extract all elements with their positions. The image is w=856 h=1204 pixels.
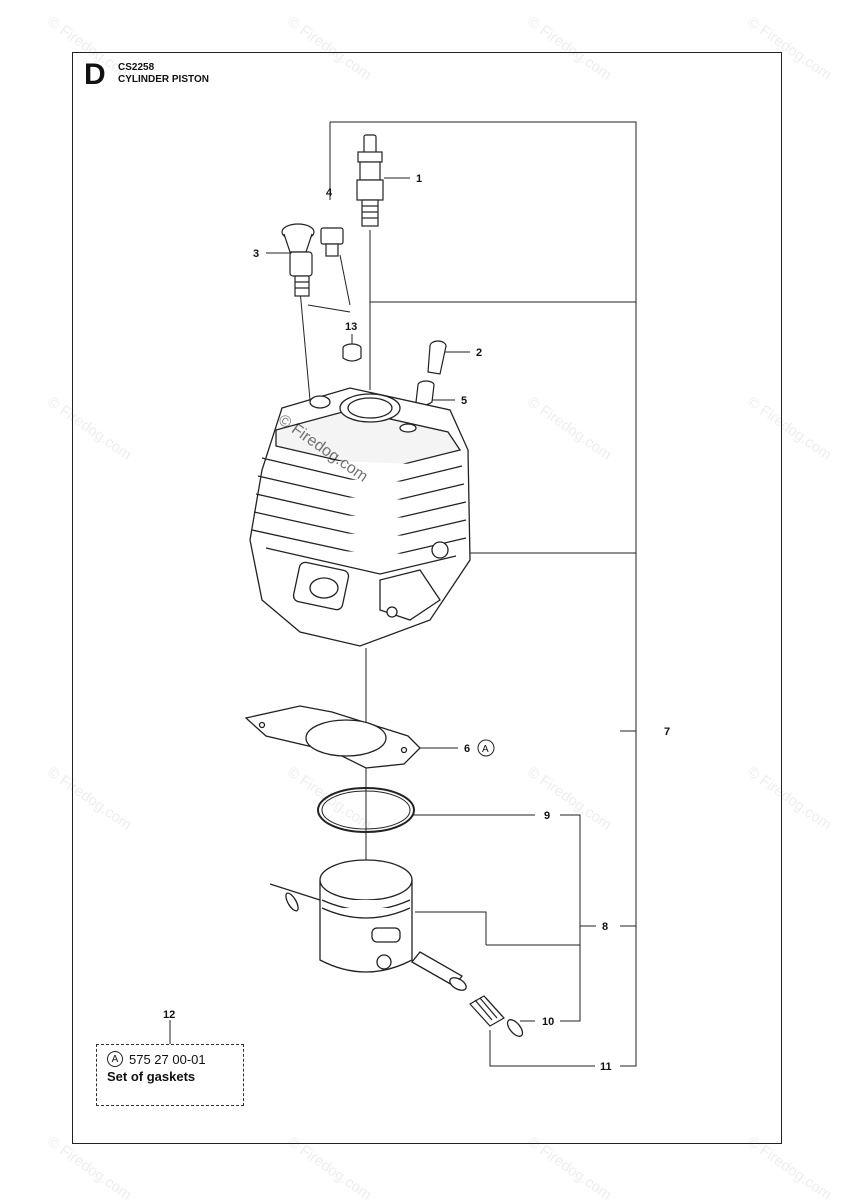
piston-pin [411, 951, 467, 991]
callout-2: 2 [476, 347, 482, 359]
bracket-8 [560, 814, 581, 1022]
bushing [342, 343, 362, 362]
note-part-number: 575 27 00-01 [129, 1051, 206, 1067]
leader-7-bracket [330, 121, 637, 1067]
cylinder-nut [415, 380, 435, 406]
callout-6-marker: A [482, 744, 489, 755]
callout-12: 12 [163, 1009, 175, 1021]
spark-plug [356, 134, 384, 227]
leader-11 [489, 1030, 595, 1067]
decompression-valve [281, 223, 315, 297]
callout-3: 3 [253, 248, 259, 260]
diagram-title: CYLINDER PISTON [118, 74, 209, 85]
diagram-code: CS2258 [118, 62, 155, 73]
callout-5: 5 [461, 395, 467, 407]
callout-9: 9 [544, 810, 550, 822]
axis-line [307, 304, 351, 313]
axis-line [299, 289, 311, 401]
piston [269, 859, 413, 973]
circlip [506, 1019, 524, 1037]
piston-bracket [415, 911, 487, 945]
axis-line [339, 254, 351, 306]
cylinder-gasket [244, 705, 421, 769]
callout-1: 1 [416, 173, 422, 185]
callout-4: 4 [326, 187, 333, 199]
section-letter: D [84, 58, 106, 91]
note-description: Set of gaskets [107, 1069, 196, 1084]
needle-bearing [469, 995, 505, 1027]
callout-6: 6 [464, 743, 470, 755]
plug-screw [320, 227, 344, 257]
marker-circle [477, 739, 495, 757]
cylinder-screw [427, 340, 447, 375]
callout-13: 13 [345, 321, 357, 333]
piston-ring [317, 787, 415, 833]
callout-11: 11 [600, 1061, 612, 1073]
diagram-frame [72, 52, 782, 1144]
callout-8: 8 [602, 921, 608, 933]
cylinder [249, 387, 471, 647]
note-marker: A [107, 1051, 123, 1067]
gasket-set-note: A 575 27 00-01 Set of gaskets [96, 1044, 244, 1106]
callout-10: 10 [542, 1016, 554, 1028]
callout-7: 7 [664, 726, 670, 738]
